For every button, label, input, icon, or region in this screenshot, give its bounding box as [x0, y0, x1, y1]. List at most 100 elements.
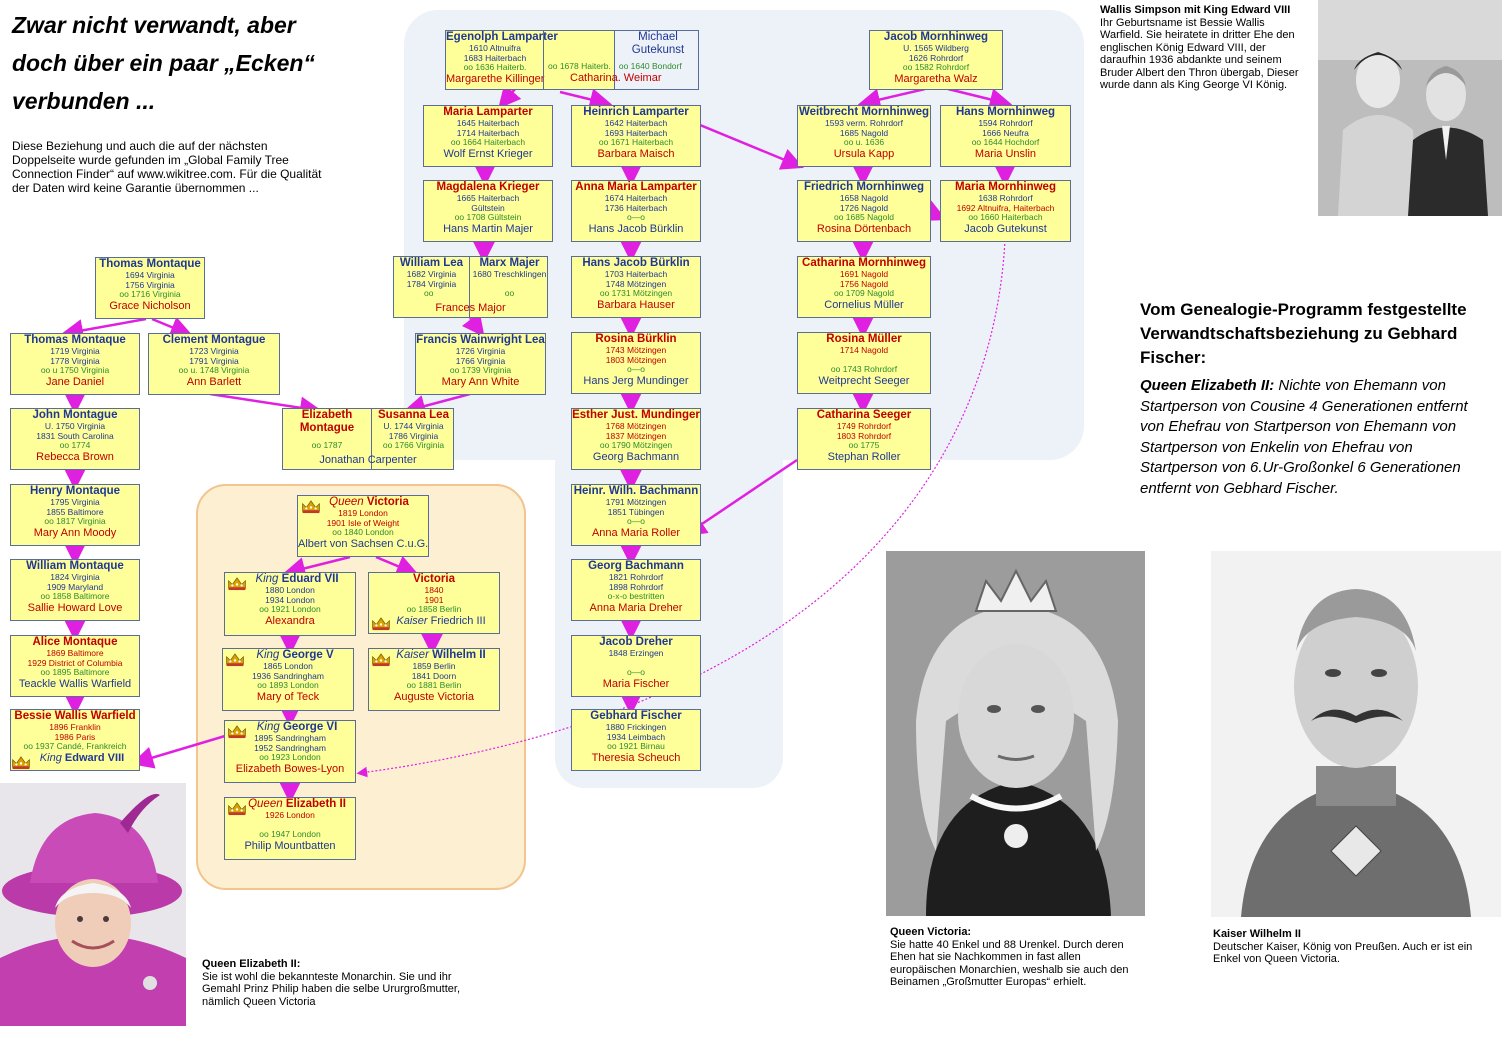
- person-name: Michael: [638, 31, 678, 43]
- person-box-queen-elizabeth-ii[interactable]: Queen Elizabeth II 1926 London oo 1947 L…: [224, 797, 356, 860]
- spouse-name: Auguste Victoria: [394, 690, 474, 703]
- person-box-hans-jacob-buerklin[interactable]: Hans Jacob Bürklin 1703 Haiterbach 1748 …: [571, 256, 701, 318]
- birth-info: 1691 Nagold: [839, 269, 889, 279]
- person-box-king-george-vi[interactable]: King George VI 1895 Sandringham 1952 San…: [224, 720, 356, 783]
- person-box-kaiser-wilhelm-ii[interactable]: Kaiser Wilhelm II 1859 Berlin 1841 Doorn…: [368, 648, 500, 711]
- person-box-heinrich-lamparter[interactable]: Heinrich Lamparter 1642 Haiterbach 1693 …: [571, 105, 701, 167]
- person-name: Susanna Lea: [378, 409, 449, 421]
- death-info: 1693 Haiterbach: [604, 127, 668, 138]
- marriage-info: oo 1881 Berlin: [406, 680, 462, 690]
- spouse-name: Rebecca Brown: [36, 450, 114, 463]
- person-box-alice-montaque[interactable]: Alice Montaque 1869 Baltimore 1929 Distr…: [10, 635, 140, 697]
- wallis-caption-title: Wallis Simpson mit King Edward VIII: [1100, 4, 1291, 16]
- death-info: 1778 Virginia: [50, 355, 100, 366]
- marriage-1: oo 1678 Haiterb.: [548, 61, 611, 71]
- person-box-magdalena-krieger[interactable]: Magdalena Krieger 1665 Haiterbach Gültst…: [423, 180, 553, 242]
- spouse-name: Rosina Dörtenbach: [816, 222, 912, 235]
- title-prefix: Queen: [329, 496, 364, 508]
- person-box-francis-wainwright-lea[interactable]: Francis Wainwright Lea 1726 Virginia 176…: [415, 333, 546, 395]
- person-box-catharina-seeger[interactable]: Catharina Seeger 1749 Rohrdorf 1803 Rohr…: [797, 408, 931, 470]
- person-box-maria-lamparter[interactable]: Maria Lamparter 1645 Haiterbach 1714 Hai…: [423, 105, 553, 167]
- spouse-name: Elizabeth Bowes-Lyon: [235, 762, 345, 775]
- spouse-name: Jonathan Carpenter: [319, 454, 417, 466]
- birth-info: 1680 Treschklingen: [472, 269, 547, 279]
- person-box-elizabeth-montague[interactable]: Elizabeth Montague oo 1787 Susanna Lea U…: [282, 408, 454, 470]
- spouse-name: Cornelius Müller: [824, 298, 904, 311]
- person-box-egenolph-lamparter[interactable]: Egenolph Lamparter 1610 Altnuifra 1683 H…: [445, 30, 615, 90]
- person-box-hans-mornhinweg[interactable]: Hans Mornhinweg 1594 Rohrdorf 1666 Neufr…: [940, 105, 1071, 167]
- person-box-maria-mornhinweg[interactable]: Maria Mornhinweg 1638 Rohrdorf 1692 Altn…: [940, 180, 1071, 242]
- person-box-thomas-montaque-1694[interactable]: Thomas Montaque 1694 Virginia 1756 Virgi…: [95, 257, 205, 319]
- marriage-info: oo 1947 London: [259, 829, 321, 839]
- person-name: Hans Jacob Bürklin: [582, 257, 690, 269]
- birth-info: 1859 Berlin: [412, 661, 456, 671]
- person-box-gebhard-fischer[interactable]: Gebhard Fischer 1880 Frickingen 1934 Lei…: [571, 709, 701, 771]
- person-box-heinrich-wilhelm-bachmann[interactable]: Heinr. Wilh. Bachmann 1791 Mötzingen 185…: [571, 484, 701, 546]
- birth-info: 1714 Nagold: [839, 345, 889, 355]
- spouse-name: Kaiser Friedrich III: [369, 615, 499, 628]
- name-text: Victoria: [366, 496, 409, 508]
- person-box-georg-bachmann[interactable]: Georg Bachmann 1821 Rohrdorf 1898 Rohrdo…: [571, 559, 701, 621]
- person-box-friedrich-mornhinweg[interactable]: Friedrich Mornhinweg 1658 Nagold 1726 Na…: [797, 180, 931, 242]
- person-name: Gebhard Fischer: [590, 710, 682, 722]
- death-info: 1748 Mötzingen: [605, 278, 667, 289]
- marriage-2: oo 1640 Bondorf: [618, 61, 682, 71]
- name-text: Eduard VII: [281, 573, 339, 585]
- wilhelm-caption-text: Deutscher Kaiser, König von Preußen. Auc…: [1213, 940, 1473, 966]
- elizabeth-caption: Queen Elizabeth II: Sie ist wohl die bek…: [202, 958, 472, 1008]
- marriage-info: oo: [424, 288, 434, 298]
- person-box-anna-maria-lamparter[interactable]: Anna Maria Lamparter 1674 Haiterbach 173…: [571, 180, 701, 242]
- death-info: 1901 Isle of Weight: [326, 517, 400, 528]
- person-box-catharina-mornhinweg[interactable]: Catharina Mornhinweg 1691 Nagold 1756 Na…: [797, 256, 931, 318]
- person-name-2: Gutekunst: [631, 44, 685, 56]
- person-box-bessie-wallis-warfield[interactable]: Bessie Wallis Warfield 1896 Franklin 198…: [10, 709, 140, 771]
- person-name: Clement Montague: [162, 334, 266, 346]
- person-box-william-lea[interactable]: William Lea 1682 Virginia 1784 Virginia …: [393, 256, 548, 318]
- name-text: Elizabeth II: [285, 798, 346, 810]
- person-box-marx-majer[interactable]: Marx Majer 1680 Treschklingen oo: [470, 257, 547, 317]
- person-box-william-montaque[interactable]: William Montaque 1824 Virginia 1909 Mary…: [10, 559, 140, 621]
- person-box-king-eduard-vii[interactable]: King Eduard VII 1880 London 1934 London …: [224, 572, 356, 636]
- birth-info: 1791 Mötzingen: [605, 497, 667, 507]
- birth-info: 1768 Mötzingen: [605, 421, 667, 431]
- person-name-2: Montague: [299, 422, 355, 434]
- title-prefix: King: [255, 573, 279, 585]
- person-box-clement-montague[interactable]: Clement Montague 1723 Virginia 1791 Virg…: [148, 333, 280, 395]
- spouse-name: Sallie Howard Love: [27, 601, 123, 614]
- person-box-queen-victoria[interactable]: Queen Victoria 1819 London 1901 Isle of …: [297, 495, 429, 557]
- person-box-susanna-lea[interactable]: Susanna Lea U. 1744 Virginia 1786 Virgin…: [372, 409, 453, 469]
- spouse-name: Margarethe Killinger: [446, 72, 545, 85]
- birth-info: 1638 Rohrdorf: [978, 193, 1033, 203]
- person-name: Magdalena Krieger: [436, 181, 540, 193]
- marriage-info: oo 1739 Virginia: [449, 365, 512, 375]
- person-box-victoria-princess[interactable]: Victoria 1840 1901 oo 1858 Berlin Kaiser…: [368, 572, 500, 634]
- person-box-king-george-v[interactable]: King George V 1865 London 1936 Sandringh…: [222, 648, 354, 711]
- person-box-henry-montaque[interactable]: Henry Montaque 1795 Virginia 1855 Baltim…: [10, 484, 140, 546]
- marriage-info: oo 1766 Virginia: [382, 440, 445, 450]
- person-box-esther-mundinger[interactable]: Esther Just. Mundinger 1768 Mötzingen 18…: [571, 408, 701, 470]
- birth-info: 1642 Haiterbach: [604, 118, 668, 128]
- person-box-weitbrecht-mornhinweg[interactable]: Weitbrecht Mornhinweg 1593 verm. Rohrdor…: [797, 105, 931, 167]
- spouse-name: Theresia Scheuch: [591, 751, 681, 764]
- person-name: Anna Maria Lamparter: [575, 181, 697, 193]
- person-name: Thomas Montaque: [24, 334, 126, 346]
- death-info: 1726 Nagold: [839, 202, 889, 213]
- marriage-info: oo 1716 Virginia: [119, 289, 181, 299]
- spouse-name: Catharina. Weimar: [570, 71, 662, 84]
- person-box-jacob-mornhinweg[interactable]: Jacob Mornhinweg U. 1565 Wildberg 1626 R…: [869, 30, 1003, 90]
- marriage-info: o—o: [627, 364, 645, 374]
- person-box-rosina-mueller[interactable]: Rosina Müller 1714 Nagold oo 1743 Rohrdo…: [797, 332, 931, 394]
- person-box-jacob-dreher[interactable]: Jacob Dreher 1848 Erzingen o—o Maria Fis…: [571, 635, 701, 697]
- crown-icon: [12, 756, 30, 770]
- marriage-info: oo 1636 Haiterb.: [463, 62, 527, 72]
- person-box-rosina-buerklin[interactable]: Rosina Bürklin 1743 Mötzingen 1803 Mötzi…: [571, 332, 701, 394]
- death-info: 1934 London: [265, 594, 315, 605]
- spouse-name: Margaretha Walz: [894, 72, 978, 85]
- marriage-info: oo 1858 Berlin: [406, 604, 462, 614]
- person-box-michael-gutekunst[interactable]: Michael Gutekunst oo 1678 Haiterb. oo 164…: [543, 30, 699, 90]
- marriage-info: oo 1671 Haiterbach: [598, 137, 674, 147]
- spouse-name: Maria Unslin: [974, 147, 1037, 160]
- person-name: Henry Montaque: [29, 485, 121, 497]
- person-box-thomas-montaque-1719[interactable]: Thomas Montaque 1719 Virginia 1778 Virgi…: [10, 333, 140, 395]
- person-box-john-montague[interactable]: John Montague U. 1750 Virginia 1831 Sout…: [10, 408, 140, 470]
